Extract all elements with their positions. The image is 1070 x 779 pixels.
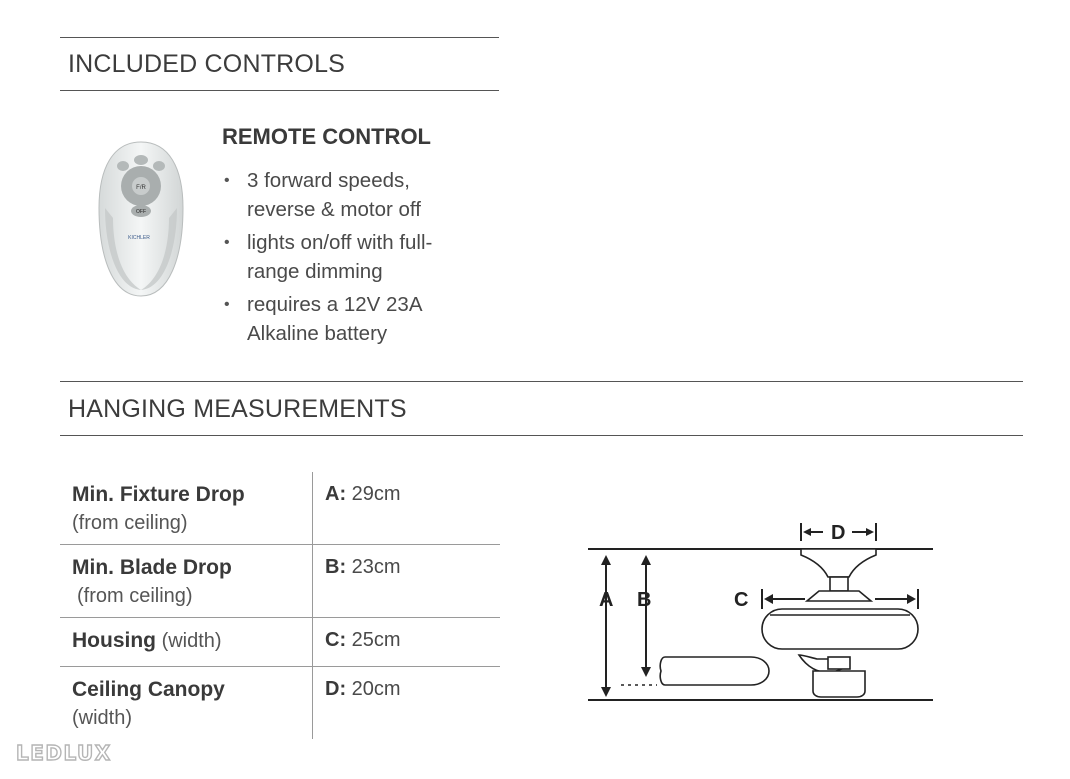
list-item: • lights on/off with full-range dimming <box>222 228 482 286</box>
diagram-label-d: D <box>831 522 845 544</box>
measurement-label-cell: Housing (width) <box>60 617 313 667</box>
remote-brand-logo: KICHLER <box>128 235 150 241</box>
list-item: • requires a 12V 23A Alkaline battery <box>222 290 482 348</box>
table-row: Ceiling Canopy (width) D: 20cm <box>60 666 500 739</box>
measurements-section-title: HANGING MEASUREMENTS <box>68 395 407 423</box>
feature-text: lights on/off with full-range dimming <box>247 231 433 283</box>
a-up-arrowhead-icon <box>601 555 611 565</box>
measurement-value: 23cm <box>351 556 401 578</box>
measurement-letter: D: <box>325 678 347 700</box>
fan-dimension-diagram: A B C D <box>588 522 933 701</box>
measurements-top-rule <box>60 381 1023 382</box>
remote-control-image: F/R OFF KICHLER <box>98 141 184 297</box>
light-kit <box>812 670 866 698</box>
d-right-arrowhead-icon <box>866 528 874 536</box>
remote-control-title: REMOTE CONTROL <box>222 124 431 149</box>
watermark-logo: LEDLUX <box>15 740 112 765</box>
remote-fr-label: F/R <box>136 185 146 191</box>
measurement-sublabel: (from ceiling) <box>77 585 193 607</box>
measurement-value: 29cm <box>351 483 401 505</box>
measurement-label: Min. Fixture Drop <box>72 483 245 506</box>
a-down-arrowhead-icon <box>601 687 611 697</box>
d-left-arrowhead-icon <box>803 528 811 536</box>
measurement-letter: C: <box>325 629 347 651</box>
light-kit-neck <box>827 656 851 670</box>
controls-section-title: INCLUDED CONTROLS <box>68 50 346 78</box>
measurement-sublabel: (from ceiling) <box>72 512 188 534</box>
remote-off-label: OFF <box>136 209 146 215</box>
measurement-letter: A: <box>325 483 347 505</box>
motor-housing-top <box>804 590 874 602</box>
measurement-value: 25cm <box>351 629 401 651</box>
controls-bottom-rule <box>60 90 499 91</box>
table-row: Min. Blade Drop (from ceiling) B: 23cm <box>60 544 500 618</box>
diagram-label-a: A <box>599 589 613 611</box>
measurement-value-cell: B: 23cm <box>312 544 500 618</box>
motor-housing <box>761 608 919 650</box>
watermark-text: LEDLUX <box>16 741 112 765</box>
c-left-arrowhead-icon <box>764 594 773 604</box>
c-right-arrowhead-icon <box>907 594 916 604</box>
diagram-label-b: B <box>637 589 651 611</box>
measurement-label-cell: Min. Blade Drop (from ceiling) <box>60 544 313 618</box>
b-up-arrowhead-icon <box>641 555 651 565</box>
bullet-icon: • <box>224 234 230 251</box>
controls-top-rule <box>60 37 499 38</box>
measurement-label-cell: Min. Fixture Drop (from ceiling) <box>60 472 313 545</box>
measurement-label: Housing <box>72 629 156 652</box>
fan-blade <box>659 656 770 686</box>
remote-feature-list: • 3 forward speeds, reverse & motor off •… <box>222 166 482 352</box>
feature-text: requires a 12V 23A Alkaline battery <box>247 293 422 345</box>
measurement-label-cell: Ceiling Canopy (width) <box>60 666 313 739</box>
measurements-table: Min. Fixture Drop (from ceiling) A: 29cm… <box>60 472 500 739</box>
bullet-icon: • <box>224 296 230 313</box>
list-item: • 3 forward speeds, reverse & motor off <box>222 166 482 224</box>
measurements-bottom-rule <box>60 435 1023 436</box>
measurement-sublabel: (width) <box>72 707 133 729</box>
measurement-value: 20cm <box>351 678 401 700</box>
diagram-label-c: C <box>734 589 748 611</box>
measurement-label: Min. Blade Drop <box>72 556 232 579</box>
b-down-arrowhead-icon <box>641 667 651 677</box>
ceiling-canopy <box>800 548 877 578</box>
feature-text: 3 forward speeds, reverse & motor off <box>247 169 421 221</box>
measurement-sublabel: (width) <box>161 630 222 652</box>
bullet-icon: • <box>224 172 230 189</box>
table-row: Housing (width) C: 25cm <box>60 617 500 667</box>
measurement-letter: B: <box>325 556 347 578</box>
measurement-value-cell: C: 25cm <box>312 617 500 667</box>
measurement-label: Ceiling Canopy <box>72 678 225 701</box>
downrod <box>829 576 849 592</box>
table-row: Min. Fixture Drop (from ceiling) A: 29cm <box>60 472 500 545</box>
measurement-value-cell: A: 29cm <box>313 472 501 545</box>
measurement-value-cell: D: 20cm <box>312 666 500 739</box>
